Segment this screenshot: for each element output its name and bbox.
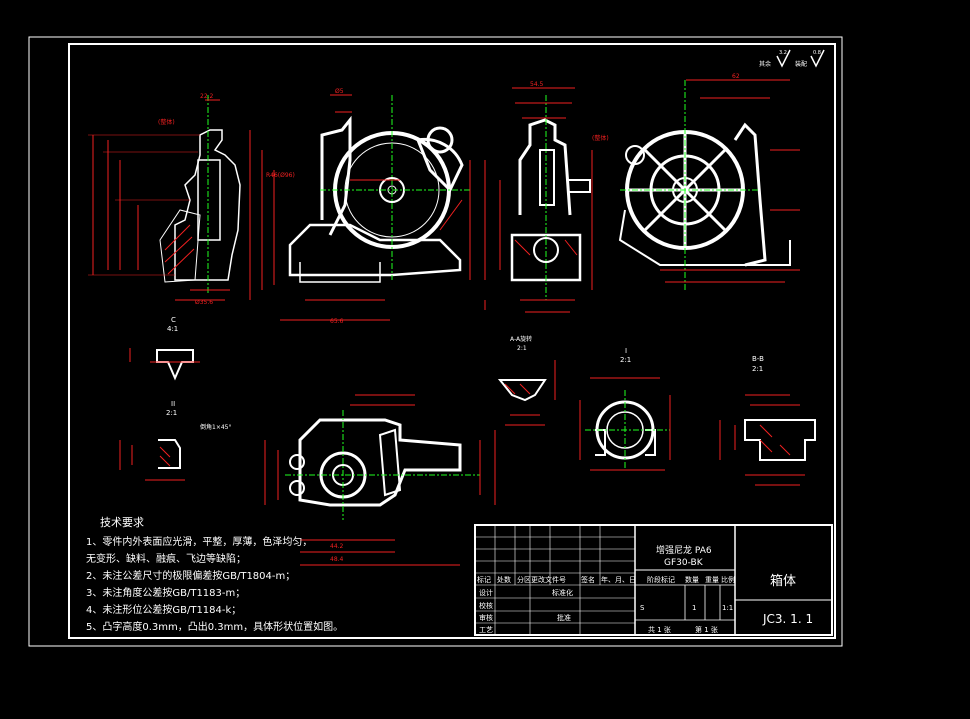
svg-text:0.8: 0.8 bbox=[813, 50, 821, 56]
tech-req-item: 3、未注角度公差按GB/T1183-m； bbox=[86, 586, 245, 599]
svg-text:44.2: 44.2 bbox=[330, 543, 344, 550]
svg-text:3.2: 3.2 bbox=[779, 50, 787, 56]
tech-req-item: 1、零件内外表面应光滑，平整，厚薄，色泽均匀， bbox=[86, 535, 312, 548]
svg-text:比例: 比例 bbox=[721, 575, 735, 584]
tech-req-item: 无变形、缺料、融痕、飞边等缺陷； bbox=[86, 552, 246, 565]
detail-view-i: I 2:1 bbox=[579, 347, 671, 471]
detail-view-c: C 4:1 bbox=[129, 316, 200, 381]
svg-text:C: C bbox=[171, 316, 176, 324]
svg-text:1:1: 1:1 bbox=[722, 604, 733, 612]
svg-text:2:1: 2:1 bbox=[620, 356, 631, 364]
svg-text:I: I bbox=[625, 347, 627, 355]
svg-text:年、月、日: 年、月、日 bbox=[601, 575, 636, 584]
bottom-view: 44.2 48.4 bbox=[264, 394, 496, 566]
svg-text:II: II bbox=[171, 400, 175, 408]
svg-text:重量: 重量 bbox=[705, 576, 719, 584]
svg-text:A-A旋转: A-A旋转 bbox=[510, 335, 532, 343]
side-view: 54.5 (整体) bbox=[484, 81, 609, 313]
svg-text:工艺: 工艺 bbox=[479, 626, 493, 634]
svg-text:(整体): (整体) bbox=[592, 134, 609, 142]
svg-text:2:1: 2:1 bbox=[166, 409, 177, 417]
svg-text:Ø5: Ø5 bbox=[335, 88, 344, 95]
svg-text:分区: 分区 bbox=[517, 575, 531, 584]
svg-text:B-B: B-B bbox=[752, 355, 764, 363]
svg-text:R46(Ø96): R46(Ø96) bbox=[266, 172, 295, 179]
detail-view-b-b: B-B 2:1 bbox=[719, 355, 816, 486]
svg-text:65.6: 65.6 bbox=[330, 318, 344, 325]
svg-text:48.4: 48.4 bbox=[330, 556, 344, 563]
svg-text:校核: 校核 bbox=[479, 601, 493, 610]
svg-text:倒角1×45°: 倒角1×45° bbox=[200, 423, 231, 431]
svg-text:审核: 审核 bbox=[479, 613, 493, 622]
tech-req-title: 技术要求 bbox=[100, 516, 144, 529]
title-block-text: 标记 处数 分区 更改文件号 签名 年、月、日 设计 校核 审核 工艺 标准化 … bbox=[477, 544, 813, 634]
outer-border bbox=[28, 36, 843, 647]
svg-text:批准: 批准 bbox=[557, 613, 571, 622]
tech-req-item: 5、凸字高度0.3mm，凸出0.3mm，具体形状位置如图。 bbox=[86, 620, 343, 633]
svg-text:阶段标记: 阶段标记 bbox=[647, 575, 675, 584]
detail-view-a-a: A-A旋转 2:1 bbox=[497, 335, 556, 426]
tech-req-item: 4、未注形位公差按GB/T1184-k； bbox=[86, 603, 241, 616]
svg-text:(整体): (整体) bbox=[158, 118, 175, 126]
tech-req-item: 2、未注公差尺寸的极限偏差按GB/T1804-m； bbox=[86, 569, 295, 582]
technical-requirements: 技术要求 1、零件内外表面应光滑，平整，厚薄，色泽均匀， 无变形、缺料、融痕、飞… bbox=[86, 516, 343, 633]
roughness-symbols: 其余 3.2 装配 0.8 bbox=[759, 49, 825, 68]
svg-text:标准化: 标准化 bbox=[552, 588, 573, 597]
svg-text:4:1: 4:1 bbox=[167, 325, 178, 333]
front-view: 65.6 Ø5 R46(Ø96) bbox=[249, 88, 486, 325]
svg-text:其余: 其余 bbox=[759, 60, 771, 68]
detail-view-ii: II 2:1 倒角1×45° bbox=[119, 400, 231, 481]
svg-text:签名: 签名 bbox=[581, 575, 595, 584]
svg-text:54.5: 54.5 bbox=[530, 81, 544, 88]
svg-text:数量: 数量 bbox=[685, 575, 699, 584]
svg-text:2:1: 2:1 bbox=[517, 345, 527, 352]
svg-text:更改文件号: 更改文件号 bbox=[531, 575, 566, 584]
svg-text:装配: 装配 bbox=[795, 60, 807, 68]
svg-text:2:1: 2:1 bbox=[752, 365, 763, 373]
svg-text:22.2: 22.2 bbox=[200, 93, 214, 100]
inner-border bbox=[68, 43, 836, 639]
svg-text:处数: 处数 bbox=[497, 575, 511, 584]
svg-text:共 1 张: 共 1 张 bbox=[648, 625, 671, 634]
title-block bbox=[474, 524, 833, 636]
svg-text:第 1 张: 第 1 张 bbox=[695, 625, 718, 634]
svg-text:62: 62 bbox=[732, 73, 740, 80]
svg-text:Ø35.6: Ø35.6 bbox=[195, 299, 213, 306]
material-label: 增强尼龙 PA6 bbox=[656, 544, 712, 556]
svg-text:S: S bbox=[640, 604, 645, 612]
material-code: GF30-BK bbox=[664, 558, 704, 568]
back-view: 62 bbox=[618, 73, 800, 290]
svg-text:设计: 设计 bbox=[479, 588, 493, 597]
part-name: 箱体 bbox=[770, 573, 796, 589]
svg-text:1: 1 bbox=[692, 604, 696, 612]
svg-text:标记: 标记 bbox=[477, 575, 491, 584]
left-section-view: 22.2 Ø35.6 (整体) bbox=[88, 93, 241, 306]
drawing-number: JC3. 1. 1 bbox=[762, 612, 813, 626]
